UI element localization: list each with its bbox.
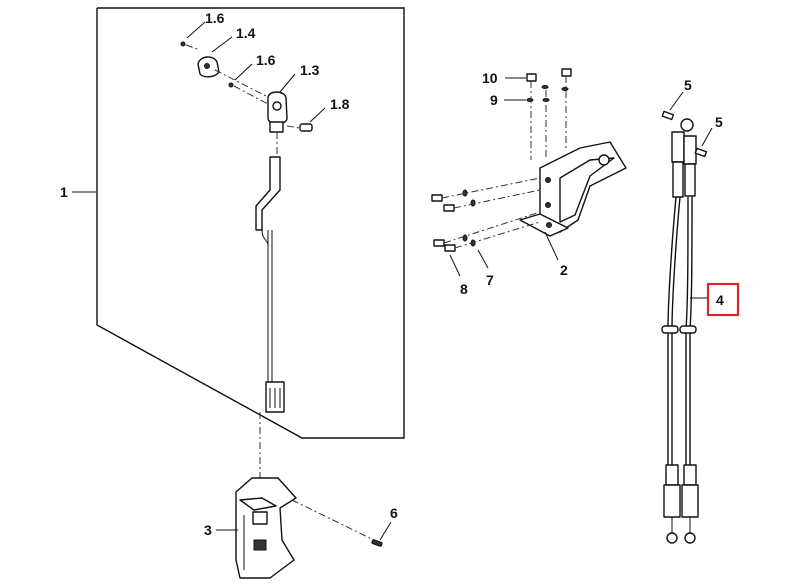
callouts: 1 1.6 1.4 1.6 1.3 1.8 2 3 4 5 5 6: [60, 10, 740, 541]
callout-4-highlight-box: [706, 282, 740, 317]
callout-9[interactable]: 9: [490, 92, 498, 108]
assembly-lines-1: [185, 44, 381, 544]
assembly-lines-2: [441, 76, 567, 249]
callout-1-8[interactable]: 1.8: [330, 96, 350, 112]
callout-4[interactable]: 4: [716, 292, 724, 308]
callout-1-6-middle[interactable]: 1.6: [256, 52, 276, 68]
callout-5-right[interactable]: 5: [715, 114, 723, 130]
shift-lever-assembly[interactable]: [180, 41, 313, 413]
callout-7[interactable]: 7: [486, 272, 494, 288]
callout-6[interactable]: 6: [390, 505, 398, 521]
callout-10[interactable]: 10: [482, 70, 498, 86]
assembly-1-panel: [96, 7, 405, 439]
callout-1-6-top[interactable]: 1.6: [205, 10, 225, 26]
pin-6[interactable]: [371, 539, 383, 547]
callout-5-top[interactable]: 5: [684, 77, 692, 93]
callout-3[interactable]: 3: [204, 522, 212, 538]
lever-base-bracket[interactable]: [235, 477, 297, 579]
callout-1-3[interactable]: 1.3: [300, 62, 320, 78]
callout-2[interactable]: 2: [560, 262, 568, 278]
callout-1-4[interactable]: 1.4: [236, 25, 256, 41]
callout-8[interactable]: 8: [460, 281, 468, 297]
mounting-bracket[interactable]: [519, 141, 627, 237]
callout-1[interactable]: 1: [60, 184, 68, 200]
shift-cables[interactable]: [661, 110, 708, 544]
